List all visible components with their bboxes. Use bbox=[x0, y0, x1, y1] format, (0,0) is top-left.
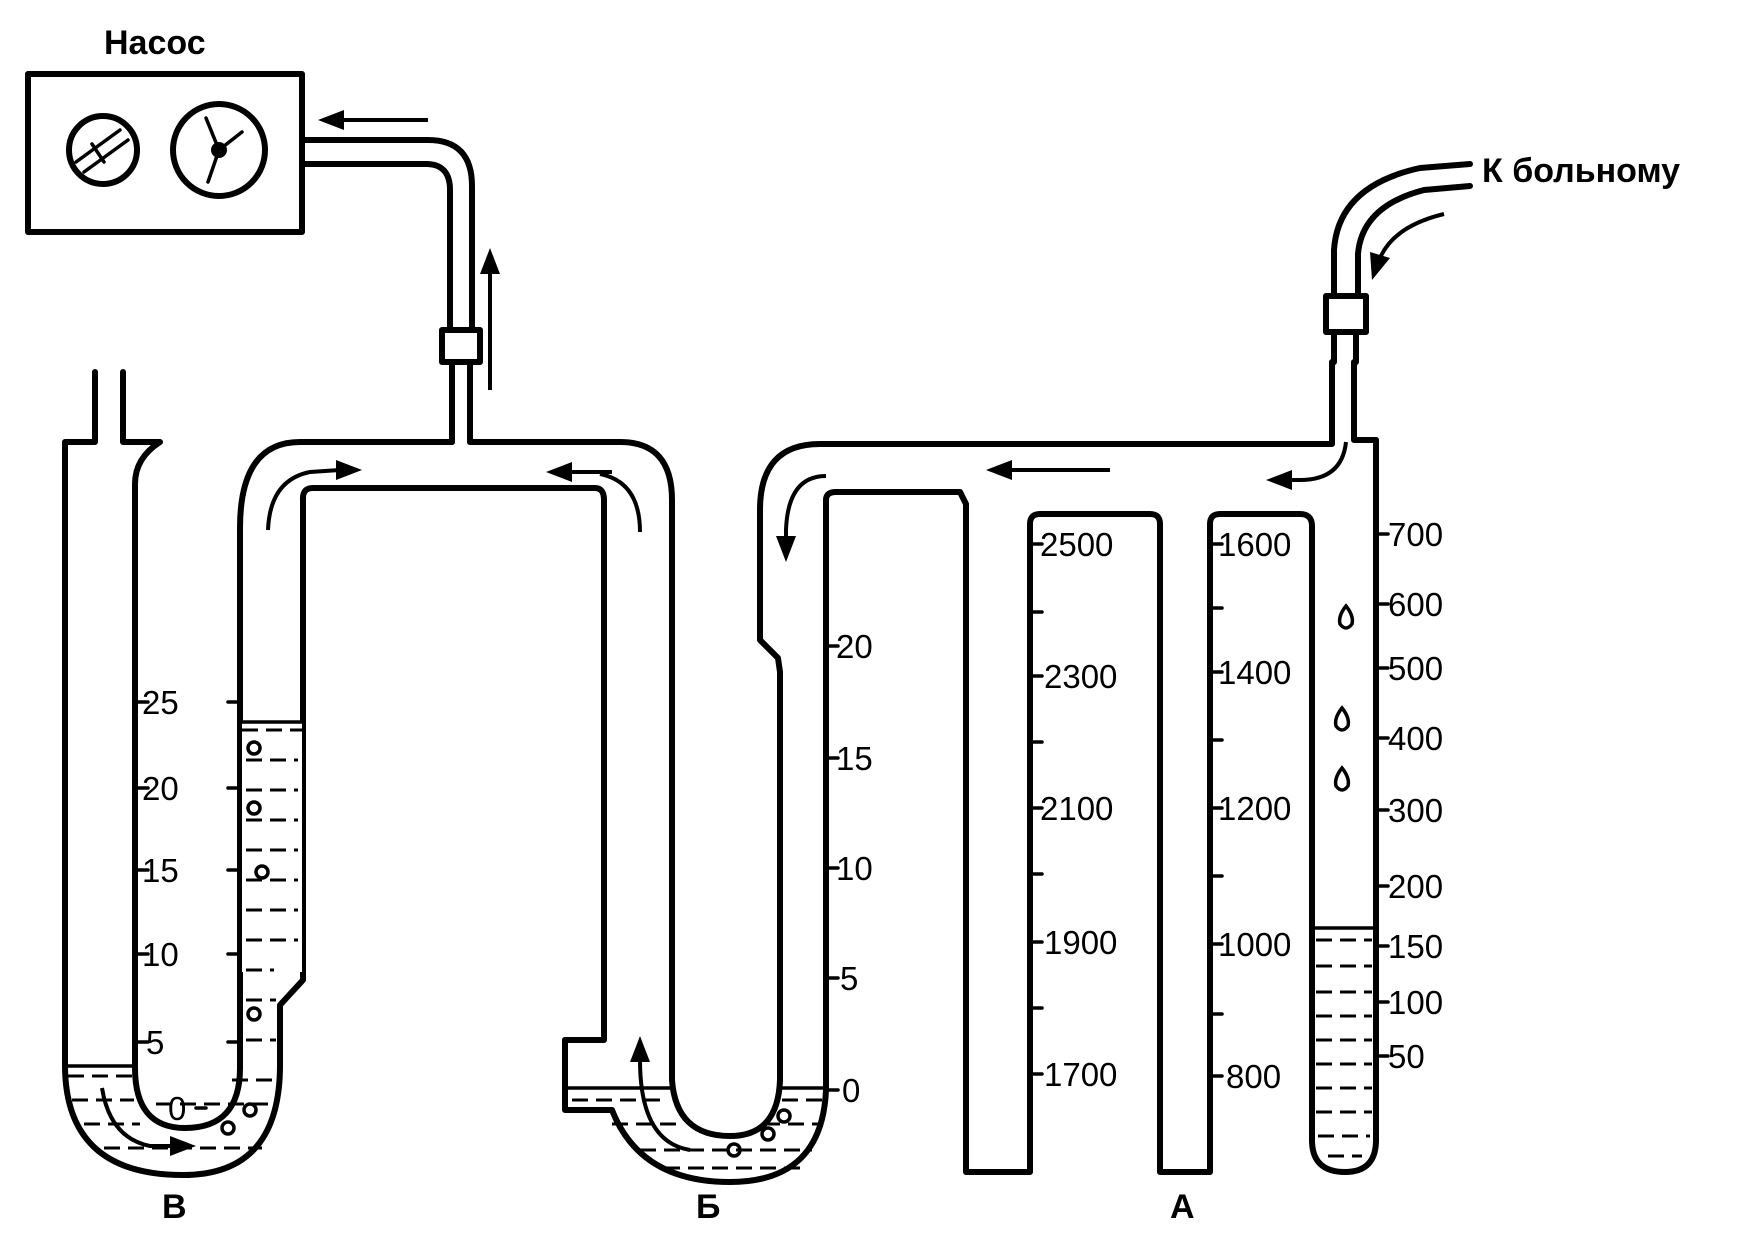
vessel-a-col3-scale: 700 600 500 400 300 200 150 100 50 bbox=[1374, 516, 1443, 1075]
vessel-a-col2-tick: 1200 bbox=[1218, 790, 1291, 827]
vessel-a-col2-tick: 1600 bbox=[1218, 526, 1291, 563]
vessel-a-col3-tick: 500 bbox=[1388, 650, 1443, 687]
pump-valve-icon bbox=[66, 113, 140, 187]
vessel-be-tick: 15 bbox=[836, 740, 873, 777]
vessel-a-col1-tick: 2500 bbox=[1040, 526, 1113, 563]
vessel-a-col1-tick: 2100 bbox=[1040, 790, 1113, 827]
flow-arrow-bridge bbox=[546, 462, 642, 533]
vessel-be-label: Б bbox=[696, 1188, 720, 1226]
vessel-v-tick: 0 bbox=[168, 1090, 186, 1127]
vessel-v-tick: 20 bbox=[142, 770, 179, 807]
vessel-v-label: В bbox=[162, 1188, 187, 1226]
vessel-a-col1-tick: 1700 bbox=[1044, 1056, 1117, 1093]
flow-arrow-up bbox=[480, 248, 500, 390]
vessel-a-label: А bbox=[1170, 1188, 1195, 1226]
vessel-v-scale: 25 20 15 10 5 0 bbox=[133, 684, 242, 1127]
vessel-a: 2500 2300 2100 1900 1700 1600 1400 1200 … bbox=[1028, 516, 1443, 1226]
pump: Насос bbox=[25, 24, 305, 235]
vessel-a-drops bbox=[1333, 603, 1355, 792]
vessel-v-liquid bbox=[63, 720, 304, 1150]
flow-arrow-from-patient bbox=[1370, 212, 1445, 280]
flow-arrow-v-top bbox=[266, 460, 362, 531]
vessel-be-tick: 20 bbox=[836, 628, 873, 665]
vessel-a-col2-tick: 800 bbox=[1226, 1058, 1281, 1095]
pump-tube bbox=[299, 137, 483, 445]
vessel-a-liquid bbox=[1310, 926, 1378, 1158]
vessel-be-liquid bbox=[563, 1086, 828, 1170]
flow-arrow-v-bottom bbox=[100, 1087, 196, 1156]
pump-gauge-icon bbox=[170, 101, 268, 199]
vessel-a-col3-tick: 600 bbox=[1388, 586, 1443, 623]
vessel-v-tick: 25 bbox=[142, 684, 179, 721]
flow-arrow-into-vessel-a bbox=[1266, 441, 1348, 490]
flow-arrow-top-left bbox=[986, 460, 1110, 480]
vessel-be-scale: 20 15 10 5 0 bbox=[824, 628, 873, 1109]
vessel-be-tick: 10 bbox=[836, 850, 873, 887]
vessel-a-col1-tick: 2300 bbox=[1044, 658, 1117, 695]
vessel-v: 25 20 15 10 5 0 В bbox=[62, 369, 675, 1226]
patient-tube: К больному bbox=[1323, 152, 1680, 365]
vessel-a-col3-tick: 150 bbox=[1388, 928, 1443, 965]
vessel-be-tick: 5 bbox=[840, 960, 858, 997]
flow-arrow-to-pump bbox=[318, 110, 428, 130]
vessel-v-tick: 5 bbox=[146, 1024, 164, 1061]
vessel-a-col2-tick: 1000 bbox=[1218, 926, 1291, 963]
vessel-a-col3-tick: 100 bbox=[1388, 984, 1443, 1021]
vessel-a-col2-tick: 1400 bbox=[1218, 654, 1291, 691]
vessel-a-col3-tick: 50 bbox=[1388, 1038, 1425, 1075]
vessel-a-col3-tick: 200 bbox=[1388, 868, 1443, 905]
vessel-v-tick: 10 bbox=[142, 936, 179, 973]
vessel-a-col3-tick: 700 bbox=[1388, 516, 1443, 553]
vessel-a-col3-tick: 300 bbox=[1388, 792, 1443, 829]
vessel-v-tick: 15 bbox=[142, 852, 179, 889]
flow-arrow-be-down bbox=[776, 474, 827, 562]
vessel-a-col2-scale: 1600 1400 1200 1000 800 bbox=[1208, 526, 1291, 1095]
vessel-a-col1-scale: 2500 2300 2100 1900 1700 bbox=[1028, 526, 1117, 1093]
vessel-a-col3-tick: 400 bbox=[1388, 720, 1443, 757]
to-patient-label: К больному bbox=[1482, 152, 1680, 190]
vessel-be-tick: 0 bbox=[842, 1072, 860, 1109]
vessel-a-col1-tick: 1900 bbox=[1044, 924, 1117, 961]
vessel-be: 20 15 10 5 0 Б bbox=[562, 359, 1379, 1226]
flow-arrow-be-up bbox=[630, 1036, 691, 1152]
pump-label: Насос bbox=[104, 24, 206, 62]
